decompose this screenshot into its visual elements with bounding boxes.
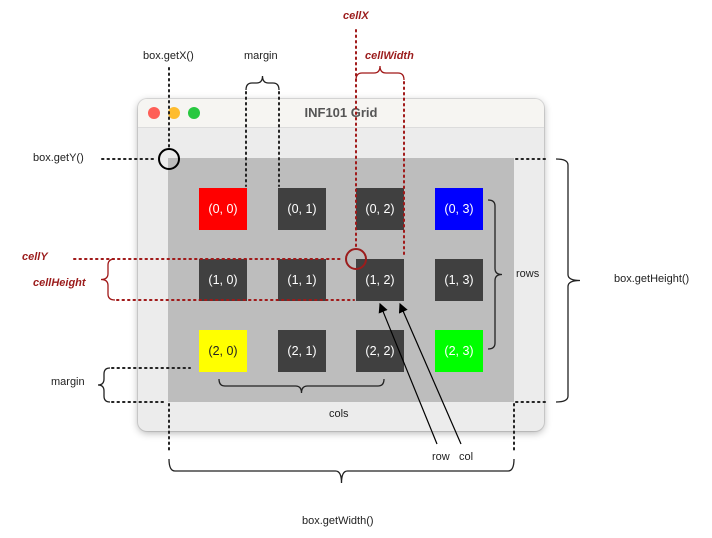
cell-origin-circle <box>345 248 367 270</box>
grid-cell-2-3: (2, 3) <box>435 330 483 372</box>
grid-cell-0-3: (0, 3) <box>435 188 483 230</box>
grid-cell-0-1: (0, 1) <box>278 188 326 230</box>
cellwidth-label: cellWidth <box>365 50 414 62</box>
rows-brace <box>487 199 503 350</box>
rows-label: rows <box>516 268 540 280</box>
grid-cell-2-1: (2, 1) <box>278 330 326 372</box>
celly-label: cellY <box>22 251 48 263</box>
cols-brace <box>218 378 385 394</box>
cols-label: cols <box>329 408 349 420</box>
grid-cell-0-0: (0, 0) <box>199 188 247 230</box>
row-label: row <box>432 451 450 463</box>
grid-cell-1-1: (1, 1) <box>278 259 326 301</box>
margin-top-label: margin <box>244 50 278 62</box>
col-arrow <box>398 302 462 445</box>
margin-left-label: margin <box>51 376 85 388</box>
cellheight-brace <box>100 258 116 301</box>
grid-cell-2-2: (2, 2) <box>356 330 404 372</box>
margin-top-brace <box>245 75 280 91</box>
cellwidth-brace <box>355 65 405 81</box>
box-getwidth-label: box.getWidth() <box>302 515 374 527</box>
window-title: INF101 Grid <box>304 105 378 120</box>
zoom-window-button[interactable] <box>188 107 200 119</box>
grid-cell-1-2: (1, 2) <box>356 259 404 301</box>
grid-cell-0-2: (0, 2) <box>356 188 404 230</box>
grid-cell-1-0: (1, 0) <box>199 259 247 301</box>
box-getheight-brace <box>555 158 581 403</box>
box-getheight-label: box.getHeight() <box>614 273 690 285</box>
box-getx-label: box.getX() <box>143 50 194 62</box>
margin-left-brace <box>97 367 111 403</box>
box-origin-circle <box>158 148 180 170</box>
cellx-label: cellX <box>343 10 369 22</box>
box-gety-label: box.getY() <box>33 152 84 164</box>
cellheight-label: cellHeight <box>33 277 86 289</box>
box-getwidth-brace <box>168 458 515 484</box>
grid-cell-2-0: (2, 0) <box>199 330 247 372</box>
close-window-button[interactable] <box>148 107 160 119</box>
col-label: col <box>459 451 474 463</box>
grid-cell-1-3: (1, 3) <box>435 259 483 301</box>
row-arrow <box>378 302 438 445</box>
minimize-window-button[interactable] <box>168 107 180 119</box>
title-bar: INF101 Grid <box>138 99 544 128</box>
